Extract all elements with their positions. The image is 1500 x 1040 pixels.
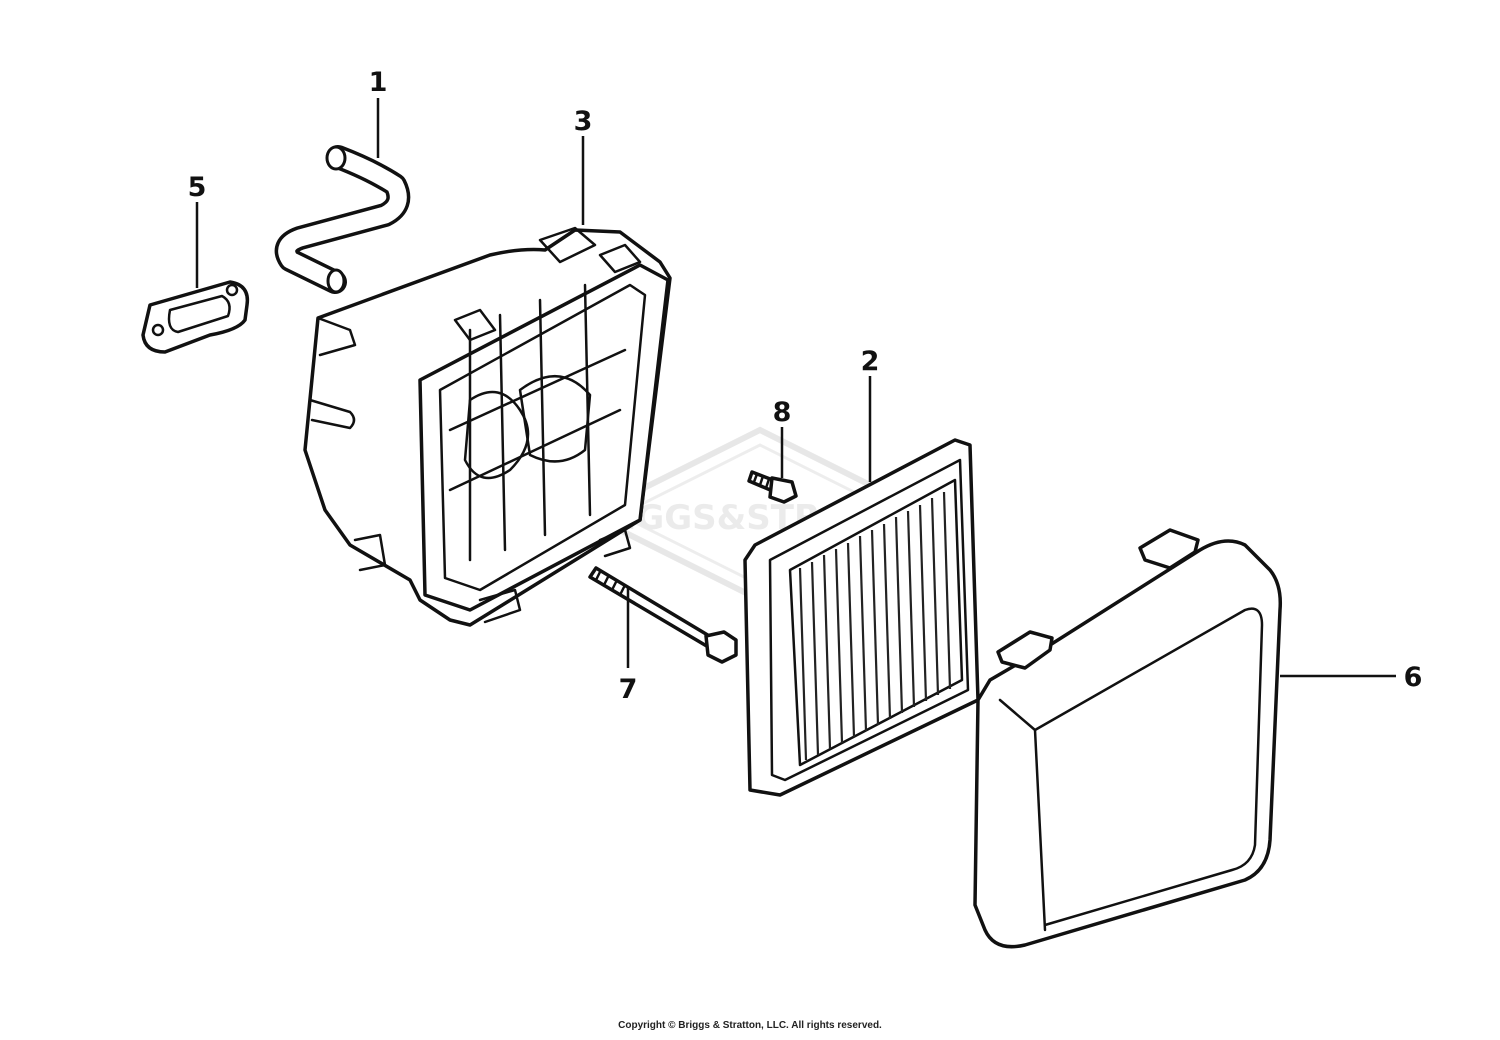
breather-hose-part <box>274 145 411 294</box>
callout-6: 6 <box>1404 662 1423 693</box>
callout-5: 5 <box>188 172 207 203</box>
long-bolt-part <box>588 566 738 664</box>
callout-labels: 1 2 3 5 6 7 8 <box>188 67 1423 705</box>
callout-8: 8 <box>773 397 792 428</box>
callout-3: 3 <box>574 106 593 137</box>
air-filter-part <box>743 438 980 797</box>
callout-2: 2 <box>861 346 880 377</box>
air-cleaner-cover-part <box>973 528 1283 949</box>
small-bolt-part <box>747 470 798 504</box>
copyright-notice: Copyright © Briggs & Stratton, LLC. All … <box>618 1020 882 1031</box>
leader-lines <box>195 98 1396 678</box>
air-cleaner-base-part <box>303 226 672 627</box>
gasket-part <box>141 280 250 354</box>
callout-7: 7 <box>619 674 638 705</box>
filter-pleats <box>798 491 952 761</box>
callout-1: 1 <box>369 67 388 98</box>
